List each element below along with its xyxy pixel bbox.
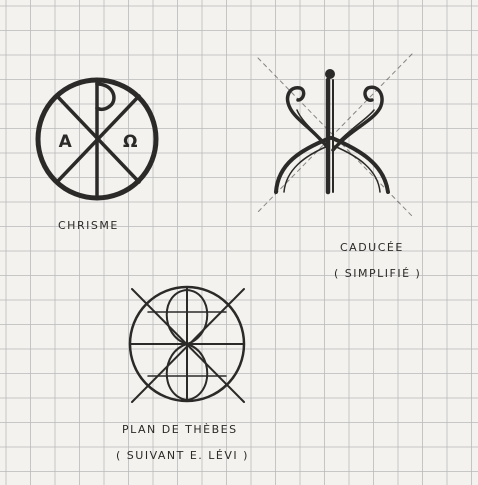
plan-de-thebes-symbol bbox=[130, 287, 244, 402]
caducee-knob bbox=[325, 69, 335, 79]
chrisme-caption: CHRISME bbox=[58, 219, 119, 232]
chrisme-omega-letter: Ω bbox=[123, 132, 139, 152]
thebes-caption-line1: PLAN DE THÈBES bbox=[122, 423, 238, 436]
chrisme-alpha-letter: A bbox=[59, 132, 74, 152]
caducee-caption-line2: ( SIMPLIFIÉ ) bbox=[334, 267, 421, 280]
caducee-caption-line1: CADUCÉE bbox=[340, 241, 404, 254]
thebes-caption-line2: ( SUIVANT E. LÉVI ) bbox=[116, 449, 249, 462]
